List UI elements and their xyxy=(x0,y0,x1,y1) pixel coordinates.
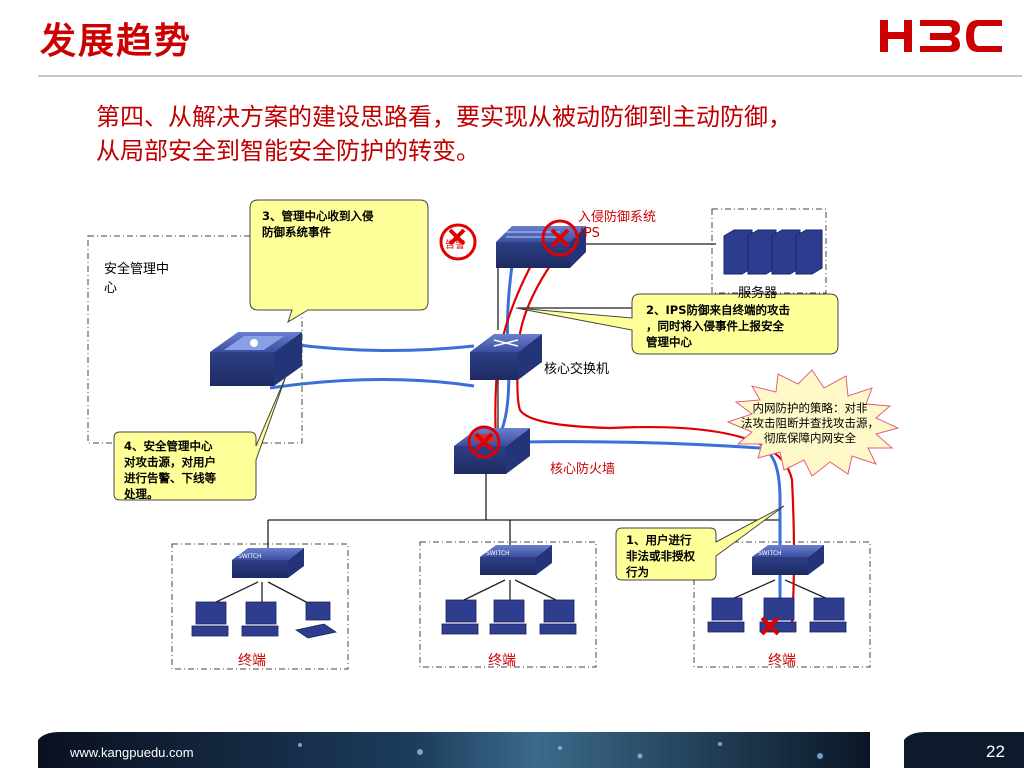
alert-badge: 告警 xyxy=(445,240,465,251)
callout-4-line: 处理。 xyxy=(124,487,159,501)
laptop-icon xyxy=(294,601,338,639)
footer-url: www.kangpuedu.com xyxy=(70,745,194,760)
pc-icon xyxy=(707,597,745,633)
title-divider xyxy=(38,75,1022,77)
callout-1-line: 非法或非授权 xyxy=(626,549,695,563)
pc-icon xyxy=(241,601,279,637)
pc-icon xyxy=(191,601,229,637)
terminal-group-2-frame xyxy=(419,541,597,668)
pc-icon xyxy=(539,599,577,635)
access-switch-2 xyxy=(480,545,552,575)
ips-code: IPS xyxy=(580,226,600,241)
terminal-label-1: 终端 xyxy=(238,653,266,669)
burst-line: 内网防护的策略：对非 xyxy=(752,401,868,415)
ips-device xyxy=(496,226,586,268)
callout-2-line: ，同时将入侵事件上报安全 xyxy=(646,319,784,333)
access-switch-1 xyxy=(232,548,304,578)
terminal-label-2: 终端 xyxy=(488,653,516,669)
callout-1-shape xyxy=(615,505,785,581)
x-mark-icon xyxy=(467,425,501,459)
mgmt-center-label-1: 安全管理中 xyxy=(104,262,170,277)
core-switch-device xyxy=(470,334,542,380)
server-label: 服务器 xyxy=(738,286,778,301)
callout-2: 2、IPS防御来自终端的攻击 ，同时将入侵事件上报安全 管理中心 xyxy=(646,302,790,350)
callout-4-line: 进行告警、下线等 xyxy=(124,471,216,485)
callout-4-shape xyxy=(113,375,287,501)
pc-icon xyxy=(809,597,847,633)
callout-4-line: 对攻击源，对用户 xyxy=(124,455,216,469)
access-switch-3 xyxy=(752,545,824,575)
ips-label: 入侵防御系统 xyxy=(578,210,657,225)
callout-4: 4、安全管理中心 对攻击源，对用户 进行告警、下线等 处理。 xyxy=(124,438,216,502)
mgmt-center-device xyxy=(210,332,302,386)
server-icon xyxy=(723,229,823,275)
x-mark-icon xyxy=(439,223,477,261)
callout-1-line: 1、用户进行 xyxy=(626,533,692,547)
callout-1: 1、用户进行 非法或非授权 行为 xyxy=(626,532,695,580)
slide-title: 发展趋势 xyxy=(40,21,193,62)
callout-3-line: 3、管理中心收到入侵 xyxy=(262,209,374,223)
server-frame xyxy=(711,208,827,294)
h3c-logo xyxy=(880,16,1004,60)
callout-3-shape xyxy=(249,199,429,324)
core-firewall-label: 核心防火墙 xyxy=(550,462,616,477)
intro-line-2: 从局部安全到智能安全防护的转变。 xyxy=(96,137,480,165)
page-number: 22 xyxy=(986,742,1005,761)
x-mark-icon xyxy=(541,219,579,257)
intro-text: 第四、从解决方案的建设思路看，要实现从被动防御到主动防御， 从局部安全到智能安全… xyxy=(96,100,792,168)
terminal-group-1-frame xyxy=(171,543,349,670)
switch-text-2: SWITCH xyxy=(486,550,510,557)
callout-3-line: 防御系统事件 xyxy=(262,225,331,239)
terminal-label-3: 终端 xyxy=(768,653,796,669)
footer-bar xyxy=(38,732,1024,768)
burst-line: 法攻击阻断并查找攻击源， xyxy=(741,416,879,430)
burst-line: 彻底保障内网安全 xyxy=(764,431,856,445)
mgmt-center-label-2: 心 xyxy=(104,281,118,296)
burst-callout-text: 内网防护的策略：对非 法攻击阻断并查找攻击源， 彻底保障内网安全 xyxy=(728,401,892,446)
x-mark-icon xyxy=(760,616,780,636)
burst-icon xyxy=(726,369,900,477)
callout-2-line: 2、IPS防御来自终端的攻击 xyxy=(646,303,790,317)
callout-1-line: 行为 xyxy=(626,565,649,579)
core-switch-label: 核心交换机 xyxy=(544,362,610,377)
terminal-group-3-frame xyxy=(693,541,871,668)
pc-icon xyxy=(441,599,479,635)
switch-text-3: SWITCH xyxy=(758,550,782,557)
callout-4-line: 4、安全管理中心 xyxy=(124,439,213,453)
callout-2-line: 管理中心 xyxy=(646,335,692,349)
pc-icon xyxy=(759,597,797,633)
callout-3: 3、管理中心收到入侵 防御系统事件 xyxy=(262,208,374,240)
pc-icon xyxy=(489,599,527,635)
switch-text-1: SWITCH xyxy=(238,553,262,560)
callout-2-shape xyxy=(515,293,839,355)
intro-line-1: 第四、从解决方案的建设思路看，要实现从被动防御到主动防御， xyxy=(96,103,792,131)
